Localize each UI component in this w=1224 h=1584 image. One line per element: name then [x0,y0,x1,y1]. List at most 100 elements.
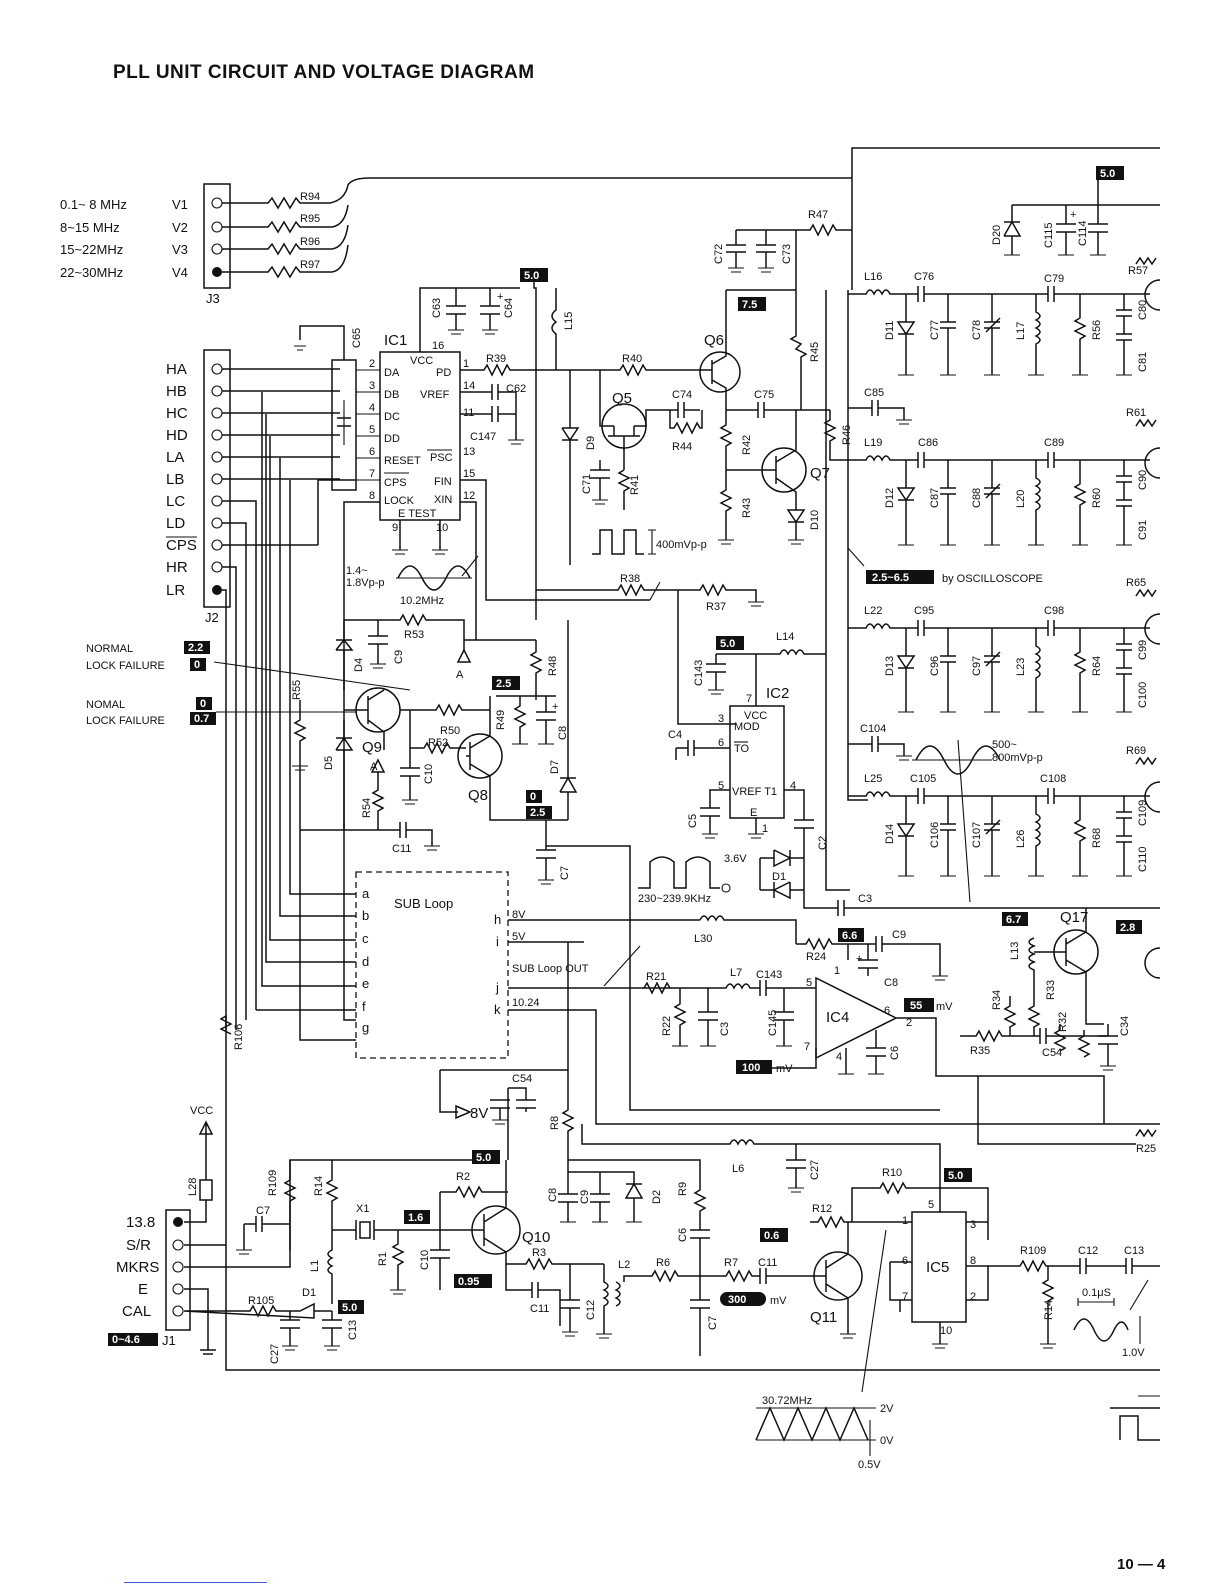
svg-text:R57: R57 [1128,265,1148,277]
svg-text:L17: L17 [1015,322,1027,340]
svg-text:0.6: 0.6 [764,1230,779,1242]
svg-text:5.0: 5.0 [1100,168,1115,180]
svg-text:1.4~: 1.4~ [346,565,368,577]
svg-text:C73: C73 [781,244,793,264]
svg-text:C9: C9 [892,929,906,941]
svg-text:230~239.9KHz: 230~239.9KHz [638,893,711,905]
svg-text:R1: R1 [377,1252,389,1266]
svg-text:C7: C7 [707,1316,719,1330]
svg-text:TO: TO [734,743,750,755]
svg-text:D9: D9 [585,436,597,450]
svg-text:SUB Loop OUT: SUB Loop OUT [512,963,589,975]
svg-text:D14: D14 [884,824,896,844]
svg-text:IC5: IC5 [926,1259,949,1276]
svg-text:7.5: 7.5 [742,299,757,311]
svg-text:C77: C77 [929,320,941,340]
svg-text:C81: C81 [1137,352,1149,372]
svg-text:i: i [496,934,499,949]
svg-text:C90: C90 [1137,470,1149,490]
svg-text:L13: L13 [1009,942,1021,960]
svg-text:R25: R25 [1136,1143,1156,1155]
ic1-vcc: VCC [410,355,433,367]
svg-text:+: + [856,953,862,965]
svg-text:Q10: Q10 [522,1229,550,1246]
svg-text:R12: R12 [812,1203,832,1215]
svg-text:NORMAL: NORMAL [86,643,133,655]
svg-text:1.8Vp-p: 1.8Vp-p [346,577,385,589]
svg-text:C89: C89 [1044,437,1064,449]
svg-text:Q9: Q9 [362,739,382,756]
svg-text:C115: C115 [1043,223,1055,248]
svg-text:R50: R50 [440,725,460,737]
svg-text:5.0: 5.0 [948,1170,963,1182]
svg-text:100: 100 [742,1062,760,1074]
svg-text:D7: D7 [549,760,561,774]
r96-label: R96 [300,236,320,248]
svg-text:C63: C63 [431,298,443,318]
svg-text:R42: R42 [741,435,753,455]
svg-text:Q6: Q6 [704,332,724,349]
footer-rule [124,1582,267,1583]
svg-text:PD: PD [436,367,451,379]
svg-text:j: j [495,980,499,995]
j3-band-1: 0.1~ 8 MHz [60,197,127,212]
c65: C65 [294,325,363,491]
svg-text:C8: C8 [884,977,898,989]
svg-text:DC: DC [384,411,400,423]
svg-text:0: 0 [194,659,200,671]
svg-text:C34: C34 [1119,1016,1131,1036]
r97-label: R97 [300,259,320,271]
svg-text:C100: C100 [1137,682,1149,708]
svg-text:L30: L30 [694,933,712,945]
svg-text:R2: R2 [456,1171,470,1183]
svg-text:11: 11 [463,407,474,419]
j2-pin-lb: LB [166,471,184,488]
svg-text:2.5~6.5: 2.5~6.5 [872,572,909,584]
l15: L15 [551,288,575,370]
svg-text:C72: C72 [713,244,725,264]
svg-text:5.0: 5.0 [476,1152,491,1164]
svg-text:5.0: 5.0 [524,270,539,282]
svg-text:S/R: S/R [126,1237,151,1254]
svg-text:R6: R6 [656,1257,670,1269]
j3-pin-4: V4 [172,265,188,280]
svg-text:0V: 0V [880,1435,894,1447]
svg-text:0.7: 0.7 [194,713,209,725]
svg-text:3: 3 [369,380,375,392]
svg-text:10: 10 [940,1325,952,1337]
d10-d11: 3.6V D1 C3 230~239.9KHz [638,849,1160,916]
svg-text:6: 6 [718,737,724,749]
svg-text:10.2MHz: 10.2MHz [400,595,444,607]
svg-text:VREF T1: VREF T1 [732,786,777,798]
svg-text:4: 4 [369,402,375,414]
j2-pin-ld: LD [166,515,185,532]
svg-text:Q17: Q17 [1060,909,1088,926]
svg-text:C11: C11 [392,843,411,855]
svg-text:C86: C86 [918,437,938,449]
svg-text:R43: R43 [741,498,753,518]
connector-j1: 13.8 S/R MKRS E CAL J1 0~4.6 L28 VCC R10… [108,1014,1160,1371]
svg-text:RESET: RESET [384,455,421,467]
svg-text:3: 3 [718,713,724,725]
svg-text:R32: R32 [1057,1012,1069,1032]
svg-text:h: h [494,912,501,927]
svg-text:C54: C54 [512,1073,532,1085]
svg-text:55: 55 [910,1000,922,1012]
svg-text:R61: R61 [1126,407,1146,419]
svg-text:R105: R105 [248,1295,274,1307]
sub-loop: SUB Loop a b c d e f g h i j k 8V 5V SUB… [256,392,1160,1125]
svg-text:MKRS: MKRS [116,1259,159,1276]
svg-text:L2: L2 [618,1259,630,1271]
d8: D9 [561,370,597,565]
voltage-range-note: 2.5~6.5 by OSCILLOSCOPE [847,547,1043,585]
svg-text:DB: DB [384,389,399,401]
svg-text:2.8: 2.8 [1120,922,1135,934]
j3-band-4: 22~30MHz [60,265,123,280]
svg-text:5: 5 [369,424,375,436]
svg-text:R10: R10 [882,1167,902,1179]
ic2: IC2 VCC MOD TO VREF T1 E 7 3 6 5 4 1 5.0… [668,290,850,891]
svg-text:LOCK: LOCK [384,495,415,507]
svg-text:C2: C2 [817,836,829,850]
svg-text:D5: D5 [323,756,335,770]
